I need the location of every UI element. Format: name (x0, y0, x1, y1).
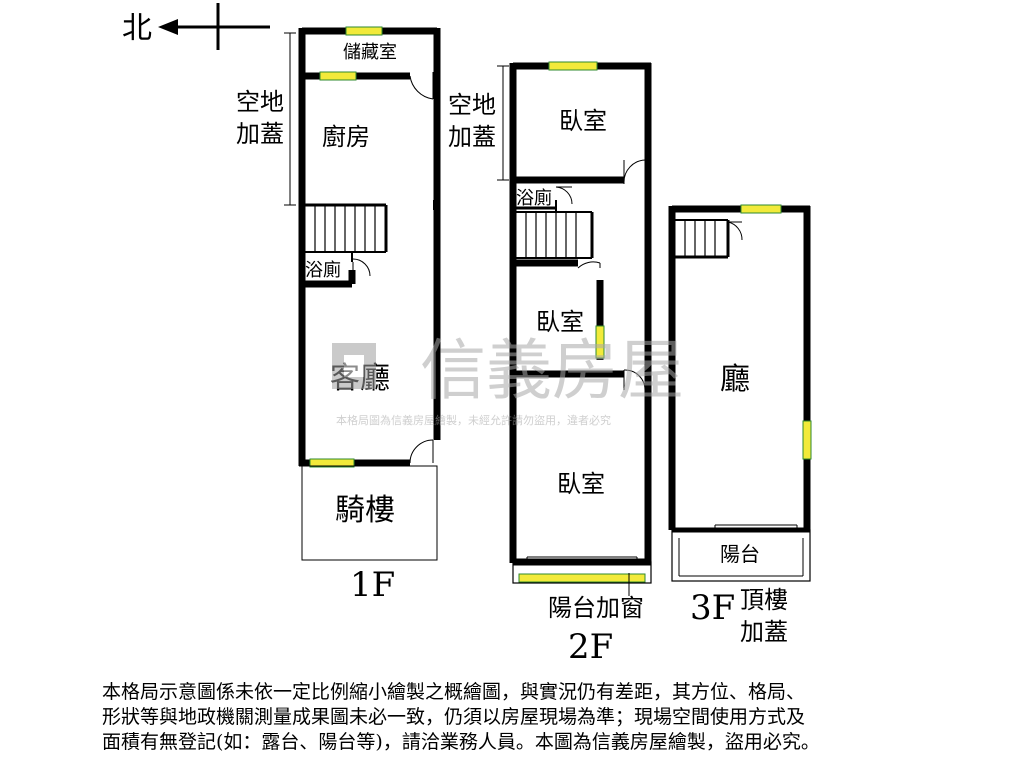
walls-1f (298, 27, 441, 467)
doors-2f (555, 159, 646, 391)
balcony-2f (512, 556, 652, 584)
room-label-hall: 廳 (720, 362, 750, 397)
stairs-1f (304, 203, 388, 253)
annotation-1f-line1: 空地 (236, 88, 284, 116)
annotation-2f-line1: 空地 (448, 91, 496, 119)
floor-label-3f: 3F (690, 588, 735, 628)
disclaimer-line-3: 面積有無登記(如：露台、陽台等)，請洽業務人員。本圖為信義房屋繪製，盜用必究。 (102, 731, 820, 753)
floor-2f: 空地 加蓋 (448, 61, 652, 667)
room-label-bedroom-south: 臥室 (557, 470, 605, 498)
room-label-bedroom-north: 臥室 (559, 107, 607, 135)
room-label-kitchen: 廚房 (322, 123, 370, 151)
watermark-brand: 信義房屋 (420, 332, 684, 409)
stairs-3f (675, 219, 730, 259)
room-label-bath-1f: 浴廁 (305, 259, 341, 281)
annotation-3f-line2: 加蓋 (740, 618, 788, 646)
floor-label-2f: 2F (568, 627, 613, 667)
compass-arrowhead-icon (158, 19, 178, 35)
arcade-outline-1f (301, 465, 438, 561)
doors-1f (352, 72, 434, 464)
floor-1f: 空地 加蓋 (236, 26, 441, 605)
windows-2f (518, 61, 651, 583)
room-label-bedroom-middle: 臥室 (536, 308, 584, 336)
north-label: 北 (122, 11, 152, 46)
doors-3f (727, 221, 743, 241)
annotation-3f-line1: 頂樓 (740, 586, 788, 614)
disclaimer-line-2: 形狀等與地政機關測量成果圖未必一致，仍須以房屋現場為準；現場空間使用方式及 (102, 706, 806, 728)
floor-label-1f: 1F (350, 565, 395, 605)
room-label-arcade: 騎樓 (335, 493, 395, 528)
dimension-line-1f (284, 32, 296, 206)
annotation-1f-line2: 加蓋 (236, 120, 284, 148)
annotation-2f-line2: 加蓋 (448, 123, 496, 151)
north-compass: 北 (122, 3, 270, 50)
room-label-balcony-3f: 陽台 (720, 542, 760, 566)
watermark-notice: 本格局圖為信義房屋繪製，未經允許請勿盜用，違者必究 (336, 413, 611, 427)
brand-logo-icon (332, 343, 376, 389)
windows-3f (740, 204, 812, 460)
dimension-line-2f (497, 65, 509, 181)
watermark: 信義房屋 本格局圖為信義房屋繪製，未經允許請勿盜用，違者必究 (332, 332, 684, 427)
balcony-3f (671, 524, 811, 582)
floor-3f: 廳 陽台 3F 頂樓 加蓋 (668, 204, 812, 646)
room-label-bath-2f: 浴廁 (516, 187, 552, 209)
room-label-storage: 儲藏室 (343, 42, 397, 63)
stairs-2f (516, 200, 594, 259)
disclaimer-line-1: 本格局示意圖係未依一定比例縮小繪製之概繪圖，與實況仍有差距，其方位、格局、 (102, 681, 806, 703)
disclaimer: 本格局示意圖係未依一定比例縮小繪製之概繪圖，與實況仍有差距，其方位、格局、 形狀… (102, 680, 942, 755)
balcony-note-2f: 陽台加窗 (548, 594, 644, 622)
windows-1f (309, 26, 439, 468)
